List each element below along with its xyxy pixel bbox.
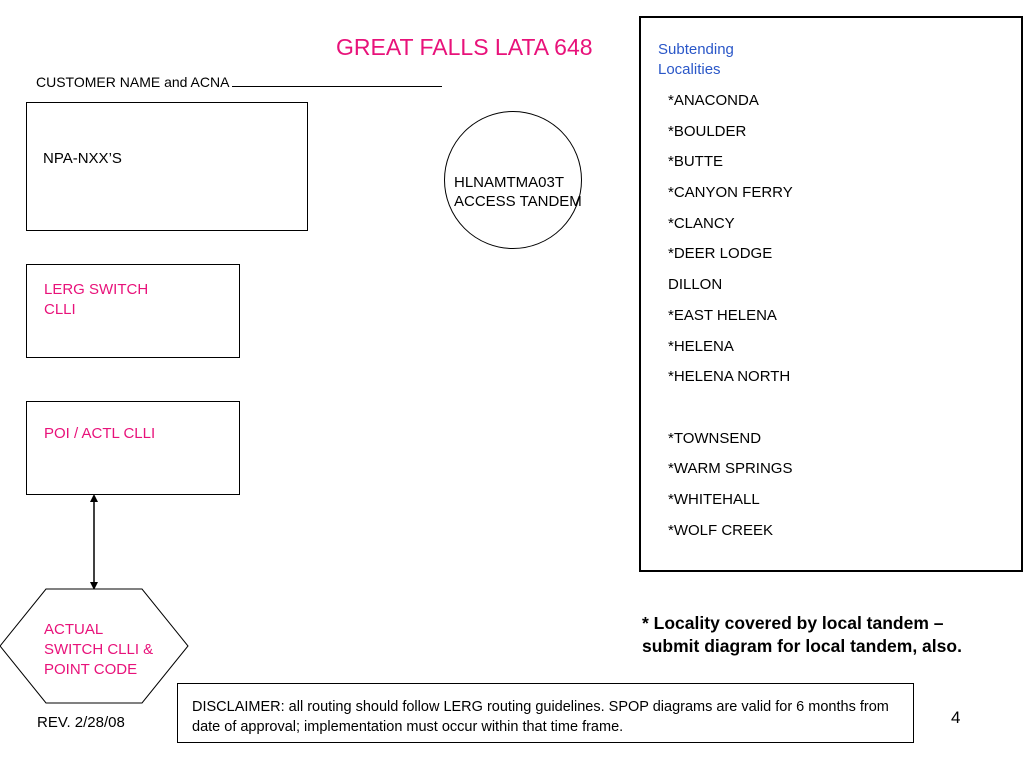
revision-date: REV. 2/28/08: [37, 714, 125, 731]
list-item: *WOLF CREEK: [668, 521, 774, 539]
npa-nxx-box: NPA-NXX’S: [26, 102, 308, 231]
list-item: *HELENA: [668, 337, 734, 355]
list-item: *CANYON FERRY: [668, 184, 793, 202]
subtending-localities-title: Subtending Localities: [658, 40, 734, 80]
customer-name-field[interactable]: CUSTOMER NAME and ACNA: [36, 73, 443, 90]
actual-switch-label-line3: POINT CODE: [44, 661, 138, 678]
subtending-localities-box: [639, 16, 1023, 572]
localities-list: *ANACONDA *BOULDER *BUTTE *CANYON FERRY …: [668, 90, 793, 550]
localities-title-line1: Subtending: [658, 41, 734, 58]
list-item: *BUTTE: [668, 153, 724, 171]
page-title: GREAT FALLS LATA 648: [336, 34, 593, 60]
local-tandem-footnote: * Locality covered by local tandem – sub…: [642, 613, 962, 656]
actual-switch-label-line1: ACTUAL: [44, 621, 104, 638]
access-tandem-circle: [444, 111, 582, 249]
localities-title-line2: Localities: [658, 61, 721, 78]
lerg-switch-label: LERG SWITCH CLLI: [44, 280, 148, 320]
lerg-switch-box: LERG SWITCH CLLI: [26, 264, 240, 358]
list-item: *WHITEHALL: [668, 490, 760, 508]
lerg-switch-label-line2: CLLI: [44, 301, 76, 318]
lerg-switch-label-line1: LERG SWITCH: [44, 281, 149, 298]
list-item: *ANACONDA: [668, 92, 759, 109]
actual-switch-label: ACTUAL SWITCH CLLI & POINT CODE: [44, 620, 153, 680]
access-tandem-label: HLNAMTMA03T ACCESS TANDEM: [454, 173, 582, 211]
poi-actl-box: POI / ACTL CLLI: [26, 401, 240, 495]
disclaimer-text: DISCLAIMER: all routing should follow LE…: [192, 699, 889, 735]
list-item: DILLON: [668, 276, 723, 294]
access-tandem-clli: HLNAMTMA03T: [454, 174, 565, 191]
actual-switch-label-line2: SWITCH CLLI &: [44, 641, 154, 658]
list-item: *BOULDER: [668, 122, 747, 140]
list-item: *TOWNSEND: [668, 429, 762, 447]
actual-switch-hexagon: [0, 588, 189, 704]
poi-actl-label: POI / ACTL CLLI: [44, 425, 156, 442]
list-item: *HELENA NORTH: [668, 368, 791, 386]
customer-label: CUSTOMER NAME and ACNA: [36, 74, 230, 90]
list-item: *WARM SPRINGS: [668, 460, 793, 478]
list-item: *DEER LODGE: [668, 245, 773, 263]
disclaimer-box: [177, 683, 914, 743]
list-item: *CLANCY: [668, 214, 735, 232]
list-item: *EAST HELENA: [668, 306, 777, 324]
page-number: 4: [951, 708, 961, 727]
npa-nxx-label: NPA-NXX’S: [43, 150, 122, 167]
customer-blank-line[interactable]: [232, 73, 443, 87]
access-tandem-type: ACCESS TANDEM: [454, 193, 582, 210]
list-item: [668, 397, 793, 428]
